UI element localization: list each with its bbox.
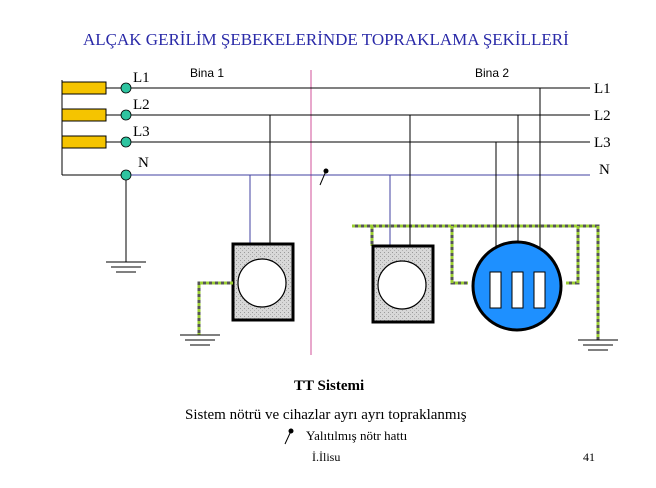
building-2-earth-bus — [352, 224, 618, 351]
system-name: TT Sistemi — [294, 378, 364, 394]
line-label-l3: L3 — [594, 135, 611, 151]
source-label-l1: L1 — [133, 70, 150, 86]
source-winding-3 — [61, 135, 107, 149]
source-winding-2 — [61, 108, 107, 122]
building-2-label: Bina 2 — [475, 66, 509, 80]
system-description: Sistem nötrü ve cihazlar ayrı ayrı topra… — [185, 407, 467, 423]
page-title: ALÇAK GERİLİM ŞEBEKELERİNDE TOPRAKLAMA Ş… — [83, 30, 569, 49]
motor-winding-2 — [511, 271, 524, 309]
source-label-l2: L2 — [133, 97, 150, 113]
insulated-neutral-marker — [319, 168, 329, 186]
building-2-device — [371, 115, 435, 324]
line-label-l1: L1 — [594, 81, 611, 97]
source-earth-symbol — [106, 180, 146, 273]
building-1-device-load — [237, 258, 287, 308]
source-transformer — [61, 80, 126, 176]
page-number: 41 — [583, 450, 595, 464]
building-2-device-load — [377, 260, 427, 310]
terminal-l1 — [120, 82, 132, 94]
motor-winding-1 — [489, 271, 502, 309]
legend-text: Yalıtılmış nötr hattı — [306, 428, 408, 443]
terminal-l2 — [120, 109, 132, 121]
legend-insulated-neutral: Yalıtılmış nötr hattı — [284, 428, 408, 445]
footer-author: İ.İlisu — [312, 450, 340, 464]
source-label-n: N — [138, 155, 149, 171]
source-label-l3: L3 — [133, 124, 150, 140]
terminal-l3 — [120, 136, 132, 148]
building-2-motor — [471, 88, 563, 332]
line-label-n: N — [599, 162, 610, 178]
building-1-device — [180, 115, 295, 346]
line-label-l2: L2 — [594, 108, 611, 124]
building-1-label: Bina 1 — [190, 66, 224, 80]
motor-winding-3 — [533, 271, 546, 309]
source-winding-1 — [61, 81, 107, 95]
terminal-n — [120, 169, 132, 181]
